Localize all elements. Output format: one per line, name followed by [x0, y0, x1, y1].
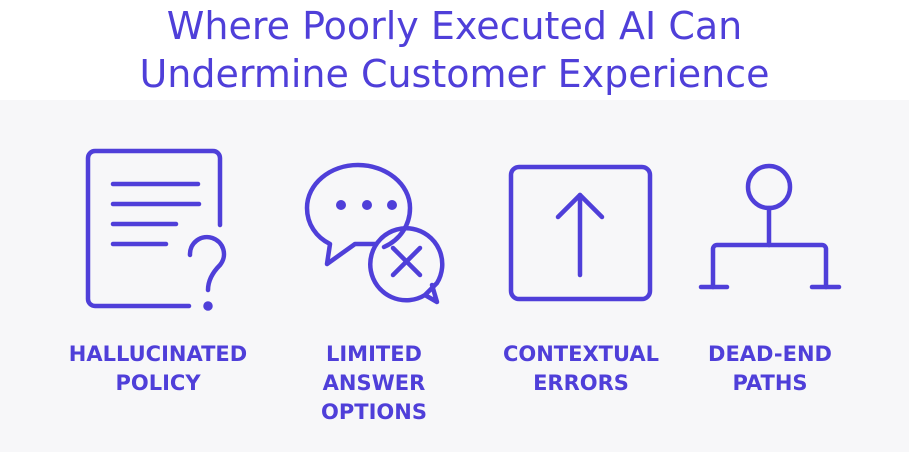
- label-line: CONTEXTUAL: [502, 342, 660, 366]
- label-hallucinated-policy: HALLUCINATED POLICY: [58, 340, 258, 398]
- background-panel: [0, 100, 909, 452]
- chat-error-icon: [304, 162, 445, 305]
- label-line: POLICY: [115, 371, 201, 395]
- label-line: DEAD-END: [708, 342, 832, 366]
- page-title: Where Poorly Executed AI Can Undermine C…: [0, 2, 909, 98]
- label-contextual-errors: CONTEXTUAL ERRORS: [481, 340, 681, 398]
- title-line-1: Where Poorly Executed AI Can: [166, 4, 743, 48]
- label-line: HALLUCINATED: [68, 342, 248, 366]
- label-dead-end-paths: DEAD-END PATHS: [670, 340, 870, 398]
- dead-end-path-icon: [698, 163, 842, 290]
- document-question-icon: [85, 148, 227, 311]
- box-arrow-up-icon: [508, 164, 653, 302]
- label-line: PATHS: [732, 371, 808, 395]
- label-limited-answer-options: LIMITED ANSWER OPTIONS: [274, 340, 474, 427]
- label-line: LIMITED: [325, 342, 422, 366]
- title-line-2: Undermine Customer Experience: [139, 52, 770, 96]
- label-line: ANSWER: [322, 371, 426, 395]
- label-line: OPTIONS: [321, 400, 427, 424]
- label-line: ERRORS: [533, 371, 629, 395]
